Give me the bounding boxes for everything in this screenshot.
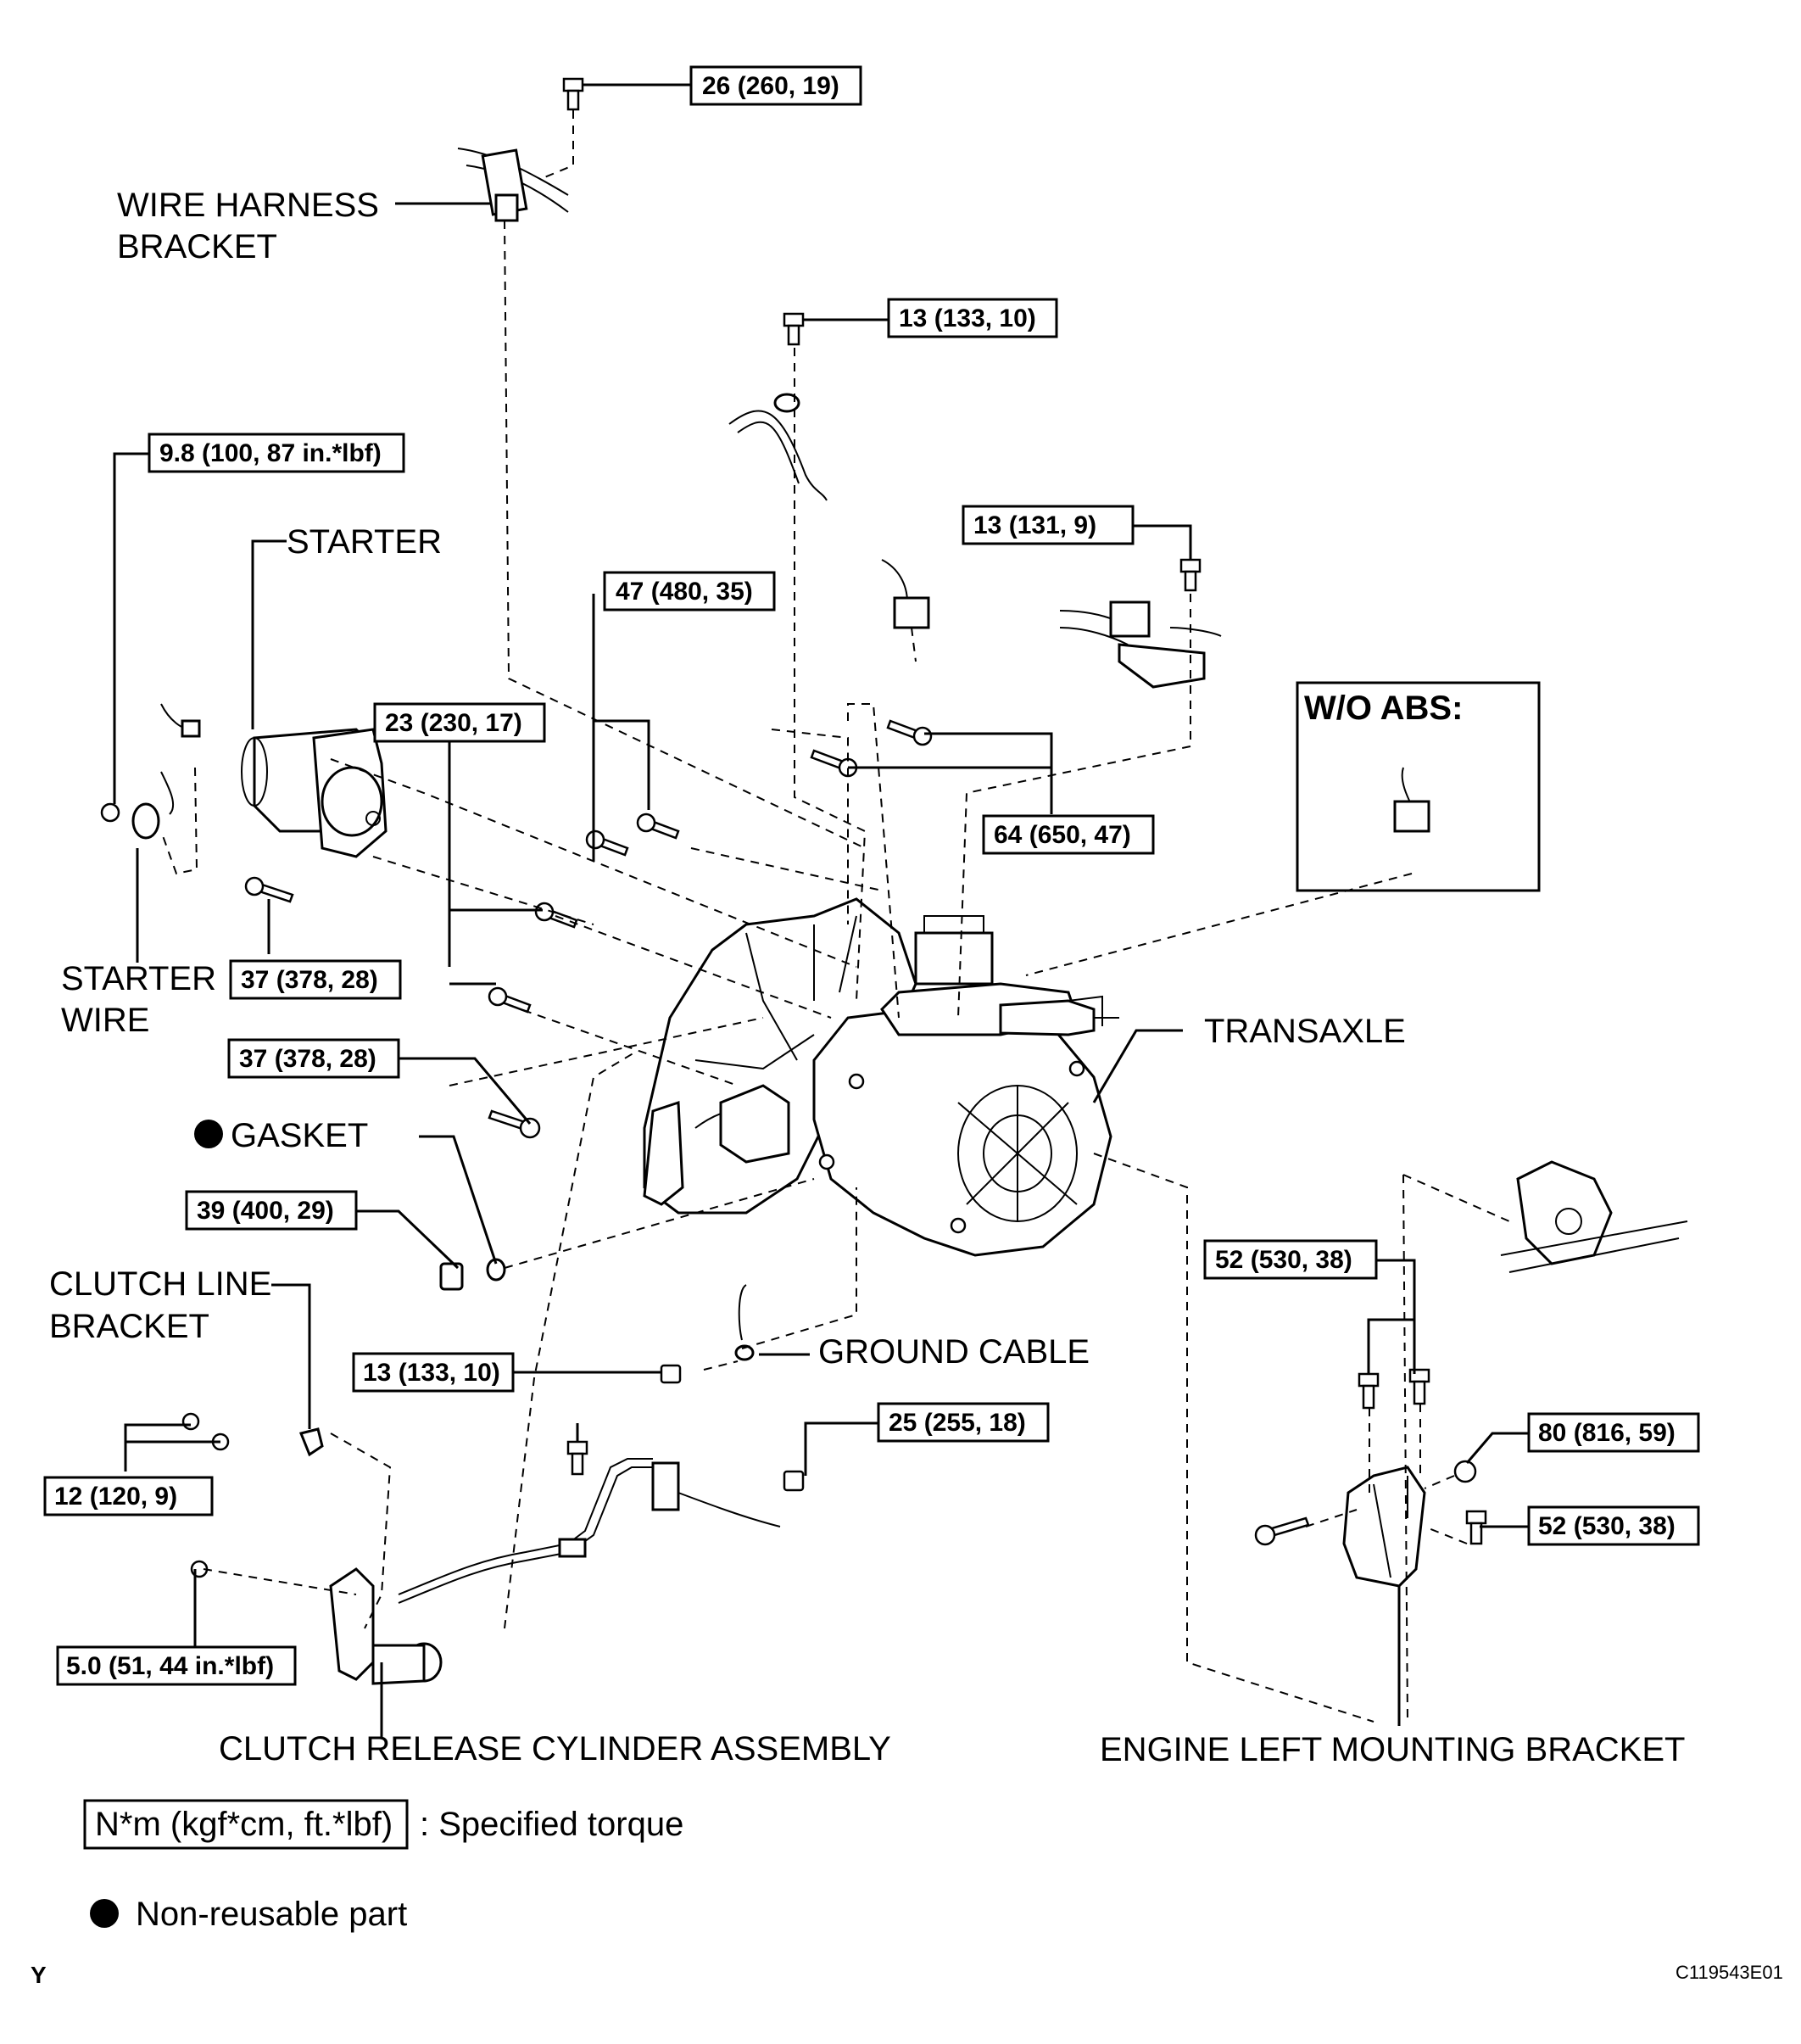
torque-label: 12 (120, 9) <box>54 1483 177 1511</box>
footer-letter: Y <box>31 1962 47 1988</box>
engine-mount-label: ENGINE LEFT MOUNTING BRACKET <box>1100 1731 1685 1768</box>
ground-cable-lower-illustration <box>660 1284 755 1384</box>
clutch-line-label: CLUTCH LINE <box>49 1265 271 1303</box>
torque-label: 37 (378, 28) <box>239 1045 376 1073</box>
torque-label: 37 (378, 28) <box>241 966 378 994</box>
legend-torque-text: : Specified torque <box>420 1806 683 1843</box>
transaxle-label: TRANSAXLE <box>1204 1013 1406 1050</box>
gasket-label: GASKET <box>231 1117 368 1154</box>
legend-torque-units: N*m (kgf*cm, ft.*lbf) <box>95 1806 393 1843</box>
transaxle-illustration <box>643 897 1119 1257</box>
torque-label: 52 (530, 38) <box>1215 1246 1352 1274</box>
ground-cable-label: GROUND CABLE <box>818 1333 1090 1371</box>
legend-dot-icon <box>90 1899 119 1928</box>
torque-label: 13 (133, 10) <box>899 304 1036 332</box>
footer: Y C119543E01 <box>31 1962 1783 1988</box>
clutch-line-label-2: BRACKET <box>49 1308 209 1345</box>
torque-label: 64 (650, 47) <box>994 821 1131 849</box>
torque-label: 25 (255, 18) <box>889 1409 1026 1437</box>
starter-wire-label-2: WIRE <box>61 1002 149 1039</box>
torque-spec-boxes: 26 (260, 19) 13 (133, 10) 9.8 (100, 87 i… <box>43 65 1700 1686</box>
torque-label: 80 (816, 59) <box>1538 1419 1676 1447</box>
starter-illustration <box>100 703 388 858</box>
torque-label: 13 (131, 9) <box>973 511 1096 539</box>
wo-abs-box: W/O ABS: <box>1296 681 1541 892</box>
bolt-top-icon <box>562 77 584 111</box>
part-labels: WIRE HARNESS BRACKET STARTER STARTER WIR… <box>49 187 1685 1768</box>
clutch-line-illustration <box>181 1412 805 1685</box>
torque-label: 5.0 (51, 44 in.*lbf) <box>66 1652 274 1680</box>
torque-label: 26 (260, 19) <box>702 72 839 100</box>
alignment-lines <box>160 110 1510 1723</box>
wire-harness-bracket-illustration <box>457 148 569 222</box>
non-reusable-dot <box>194 1120 223 1148</box>
clutch-release-label: CLUTCH RELEASE CYLINDER ASSEMBLY <box>219 1730 891 1768</box>
legend-nonreusable-text: Non-reusable part <box>136 1896 407 1933</box>
torque-label: 47 (480, 35) <box>616 578 753 606</box>
starter-wire-label: STARTER <box>61 960 216 997</box>
torque-label: 13 (133, 10) <box>363 1359 500 1387</box>
wire-harness-label: WIRE HARNESS <box>117 187 379 224</box>
sensor-connector-illustration <box>881 558 1222 689</box>
torque-label: 9.8 (100, 87 in.*lbf) <box>159 439 382 467</box>
wo-abs-label: W/O ABS: <box>1304 690 1463 727</box>
legend: N*m (kgf*cm, ft.*lbf) : Specified torque… <box>83 1799 683 1933</box>
starter-label: STARTER <box>287 523 442 561</box>
engine-mount-illustration <box>1254 1160 1688 1588</box>
ground-cable-upper-illustration <box>728 312 828 501</box>
leader-lines <box>113 83 1529 1739</box>
torque-label: 39 (400, 29) <box>197 1197 334 1225</box>
torque-label: 52 (530, 38) <box>1538 1512 1676 1540</box>
wire-harness-label-2: BRACKET <box>117 228 277 265</box>
torque-label: 23 (230, 17) <box>385 709 522 737</box>
figure-code: C119543E01 <box>1676 1962 1783 1983</box>
